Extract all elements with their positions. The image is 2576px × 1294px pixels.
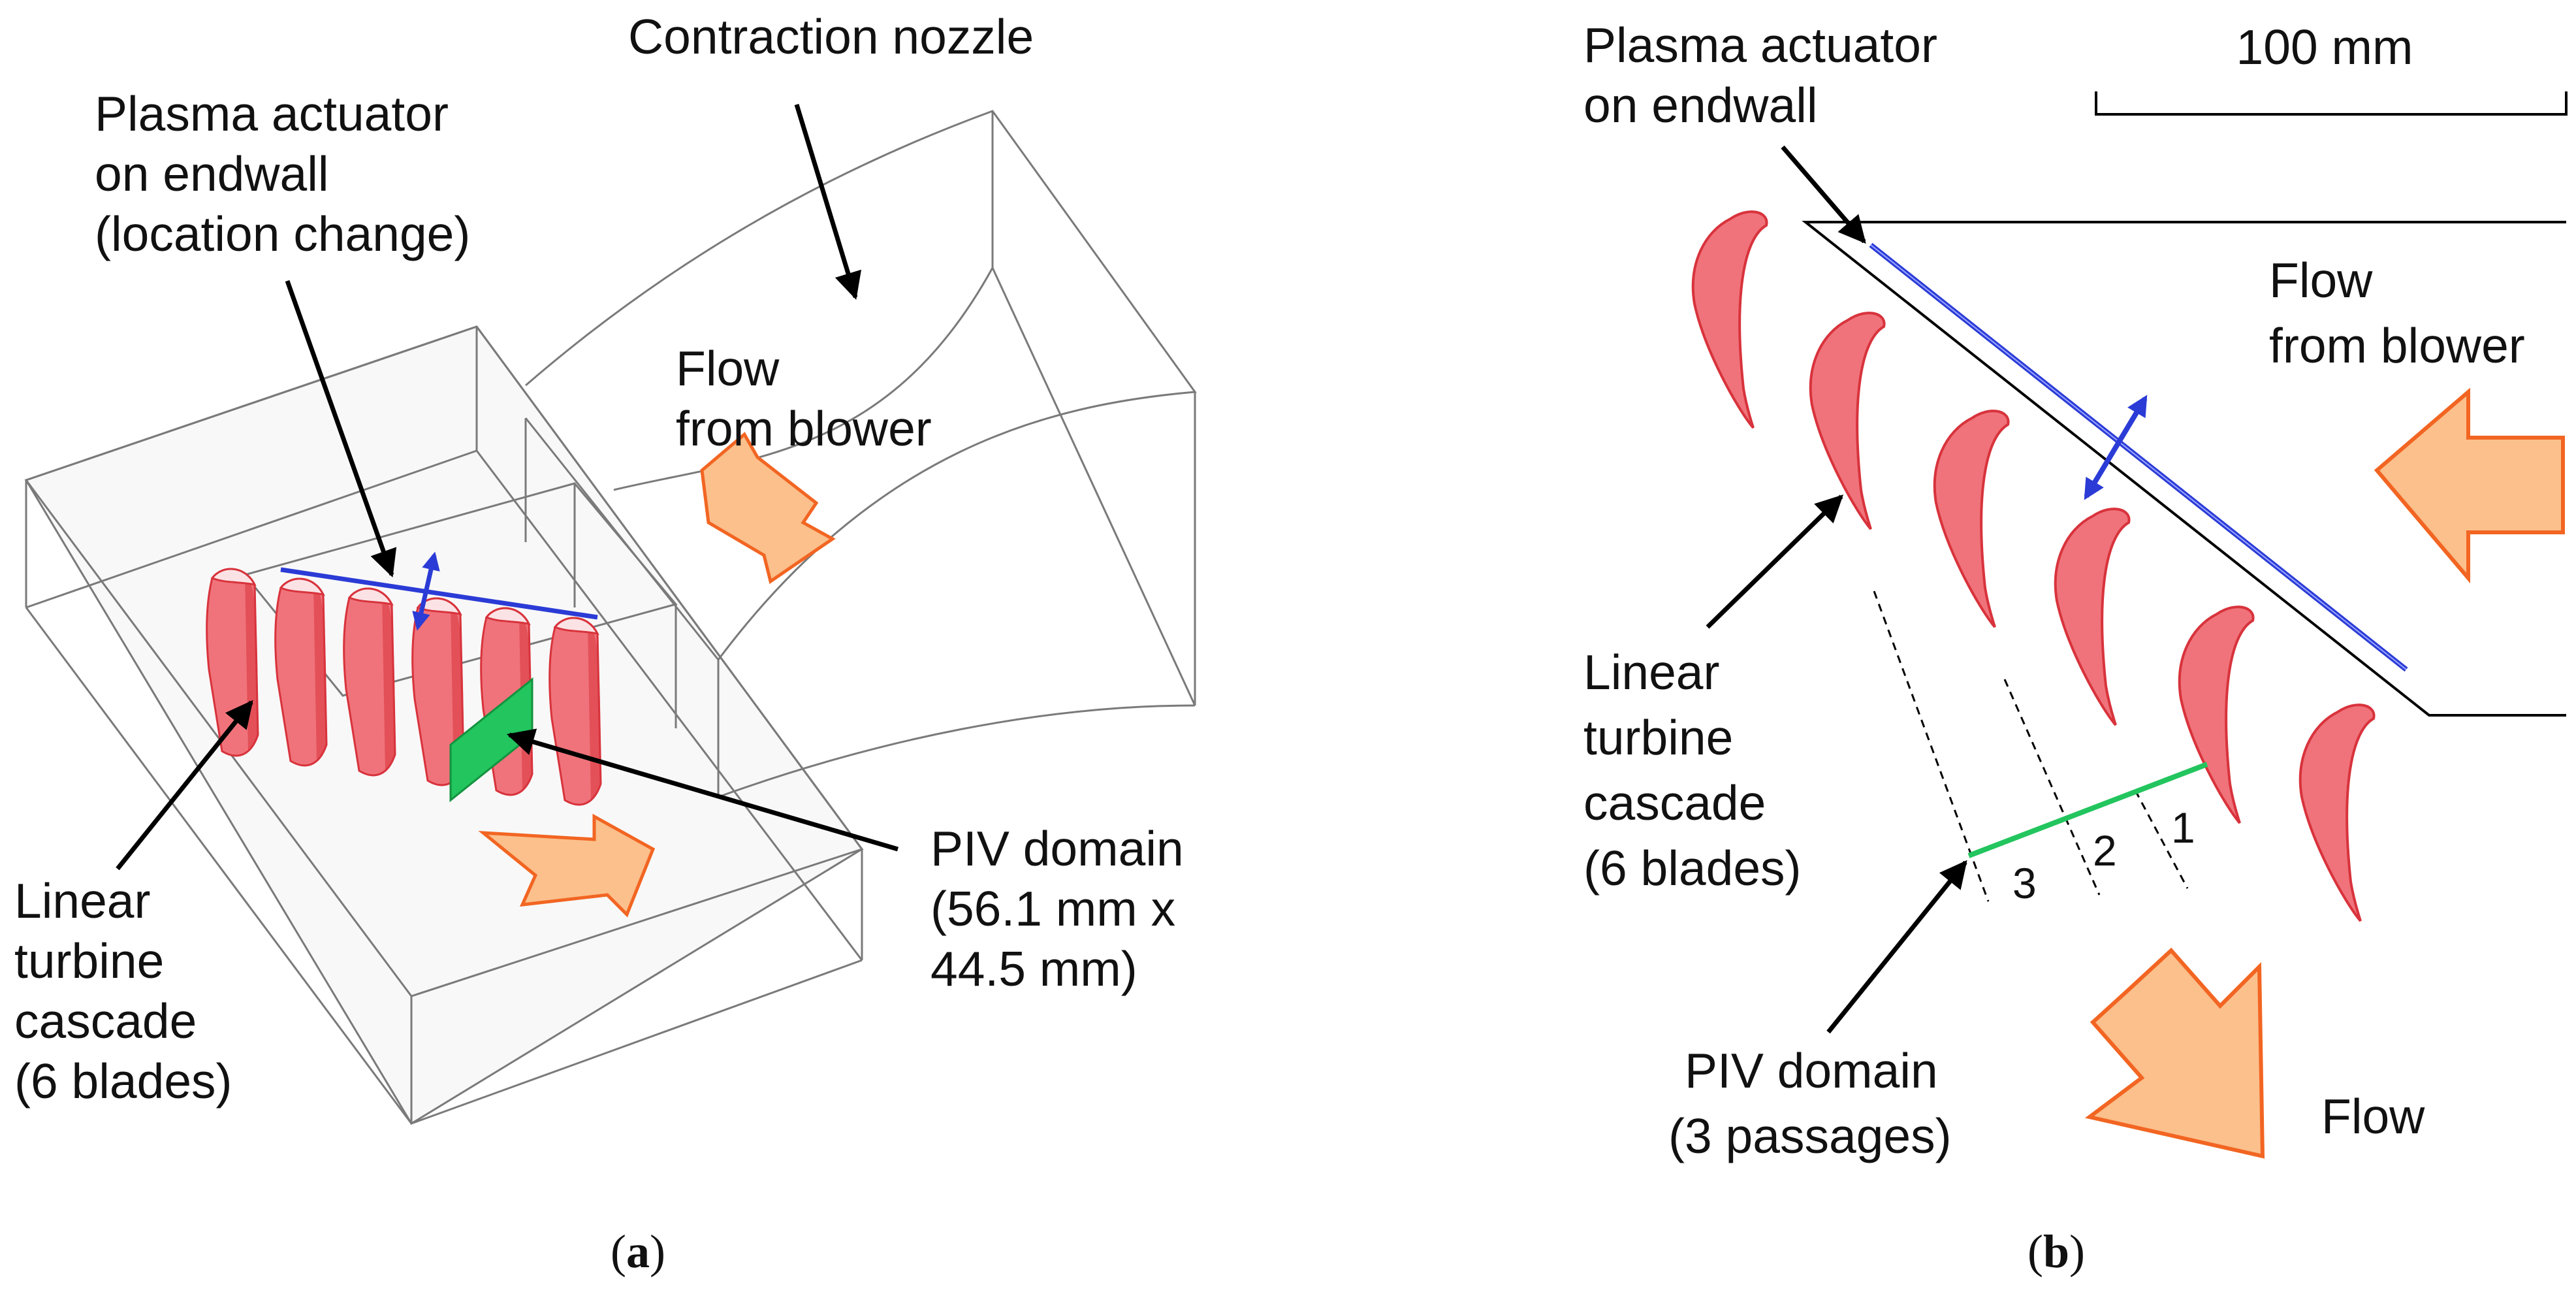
leader-cascade-b xyxy=(1706,494,1844,629)
label-outflow-b: Flow xyxy=(2321,1089,2425,1144)
blade-b-6 xyxy=(2298,704,2376,922)
blade-b-4 xyxy=(2054,508,2131,726)
label-contraction-nozzle: Contraction nozzle xyxy=(628,9,1034,64)
blade-b-3 xyxy=(1933,410,2010,628)
leader-piv-b xyxy=(1826,860,1967,1034)
actuator-move-arrow-a xyxy=(412,551,440,631)
blade-b-5 xyxy=(2178,606,2255,824)
leader-cascade-a xyxy=(116,700,253,871)
contraction-nozzle xyxy=(525,110,1197,798)
caption-a: (a) xyxy=(611,1225,665,1278)
caption-b: (b) xyxy=(2027,1225,2085,1278)
scale-bar xyxy=(2095,91,2568,116)
leader-actuator-b xyxy=(1781,145,1866,244)
flow-arrow-out-a xyxy=(478,813,656,918)
panel-a: Contraction nozzle Plasma actuator on en… xyxy=(14,9,1198,1278)
passage-lines xyxy=(1873,590,2189,902)
label-piv-a: PIV domain (56.1 mm x 44.5 mm) xyxy=(930,821,1198,996)
flow-arrow-out-b xyxy=(2085,947,2265,1159)
blade-b-2 xyxy=(1809,312,1886,530)
blade-array-b xyxy=(1691,210,2376,922)
actuator-move-arrow-b xyxy=(2084,395,2148,500)
blade-a-2 xyxy=(274,577,328,767)
blade-a-3 xyxy=(343,587,396,777)
scale-bar-label: 100 mm xyxy=(2236,20,2413,74)
piv-domain-b xyxy=(1967,762,2208,858)
blade-b-1 xyxy=(1691,210,1768,429)
leader-piv-a xyxy=(506,728,898,852)
passage-number-3: 3 xyxy=(2012,859,2037,907)
passage-number-1: 1 xyxy=(2171,803,2195,852)
leader-actuator-a xyxy=(285,280,397,577)
label-flow-a: Flow from blower xyxy=(676,341,932,456)
leader-nozzle xyxy=(794,103,862,300)
label-flow-b: Flow from blower xyxy=(2269,253,2525,373)
label-cascade-a: Linear turbine cascade (6 blades) xyxy=(14,873,232,1108)
blade-array-a xyxy=(206,568,602,806)
label-actuator-a: Plasma actuator on endwall (location cha… xyxy=(95,86,470,261)
label-piv-b: PIV domain (3 passages) xyxy=(1668,1043,1952,1163)
passage-number-2: 2 xyxy=(2093,826,2117,875)
label-actuator-b: Plasma actuator on endwall xyxy=(1583,18,1951,133)
panel-b: 100 mm Plasma actuator on endwall Flow f… xyxy=(1583,18,2568,1278)
flow-arrow-in-a xyxy=(700,432,836,585)
flow-arrow-in-b xyxy=(2374,387,2565,584)
label-cascade-b: Linear turbine cascade (6 blades) xyxy=(1583,645,1802,896)
